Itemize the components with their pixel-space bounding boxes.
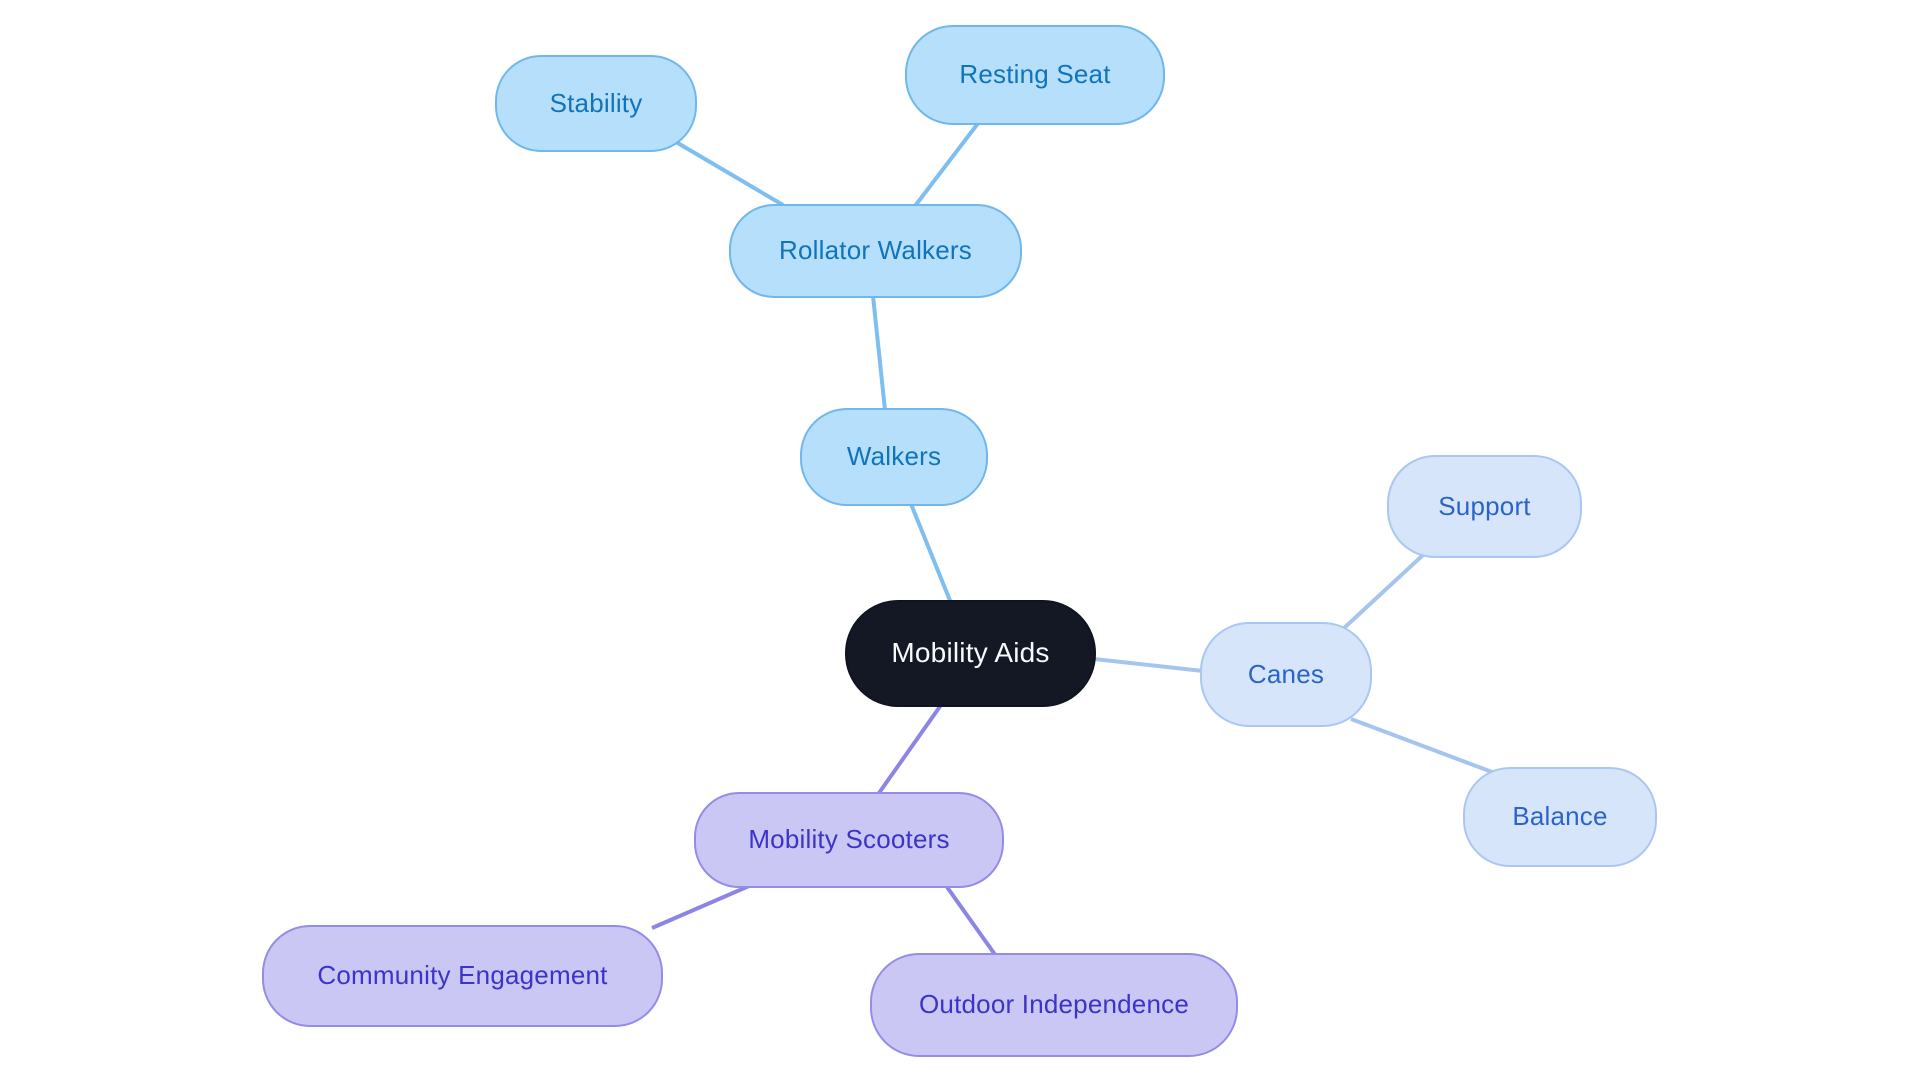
- edge-walkers-mobility-aids: [909, 503, 953, 604]
- mindmap-node-balance[interactable]: Balance: [1463, 767, 1657, 867]
- mindmap-node-rollator-walkers[interactable]: Rollator Walkers: [729, 204, 1022, 298]
- mindmap-node-resting-seat[interactable]: Resting Seat: [905, 25, 1165, 125]
- node-label: Balance: [1512, 801, 1608, 831]
- node-label: Outdoor Independence: [919, 989, 1189, 1019]
- node-label: Mobility Scooters: [748, 824, 950, 854]
- edge-rollator-walkers-walkers: [871, 295, 887, 411]
- edge-canes-balance: [1350, 717, 1493, 774]
- edge-mobility-aids-mobility-scooters: [877, 703, 943, 795]
- mindmap-node-mobility-scooters[interactable]: Mobility Scooters: [694, 792, 1004, 888]
- edge-resting-seat-rollator-walkers: [913, 120, 981, 208]
- node-label: Stability: [549, 87, 643, 118]
- node-label: Canes: [1247, 658, 1325, 689]
- node-label: Support: [1438, 490, 1531, 521]
- node-label: Mobility Aids: [891, 636, 1050, 668]
- edge-canes-support: [1341, 553, 1425, 631]
- node-label: Walkers: [846, 441, 942, 471]
- node-label: Rollator Walkers: [779, 235, 972, 265]
- mindmap-node-community-engagement[interactable]: Community Engagement: [262, 925, 663, 1027]
- node-label: Community Engagement: [317, 960, 608, 990]
- mindmap-node-canes[interactable]: Canes: [1200, 622, 1372, 727]
- edge-stability-rollator-walkers: [674, 140, 785, 207]
- edge-mobility-aids-canes: [1093, 657, 1204, 673]
- mindmap-node-outdoor-independence[interactable]: Outdoor Independence: [870, 953, 1238, 1057]
- mindmap-node-mobility-aids[interactable]: Mobility Aids: [845, 600, 1096, 707]
- node-label: Resting Seat: [959, 59, 1111, 89]
- mindmap-node-walkers[interactable]: Walkers: [800, 408, 988, 506]
- edge-mobility-scooters-community-engagement: [651, 881, 757, 930]
- mindmap-node-stability[interactable]: Stability: [495, 55, 697, 152]
- mindmap-node-support[interactable]: Support: [1387, 455, 1582, 558]
- edge-mobility-scooters-outdoor-independence: [945, 885, 998, 958]
